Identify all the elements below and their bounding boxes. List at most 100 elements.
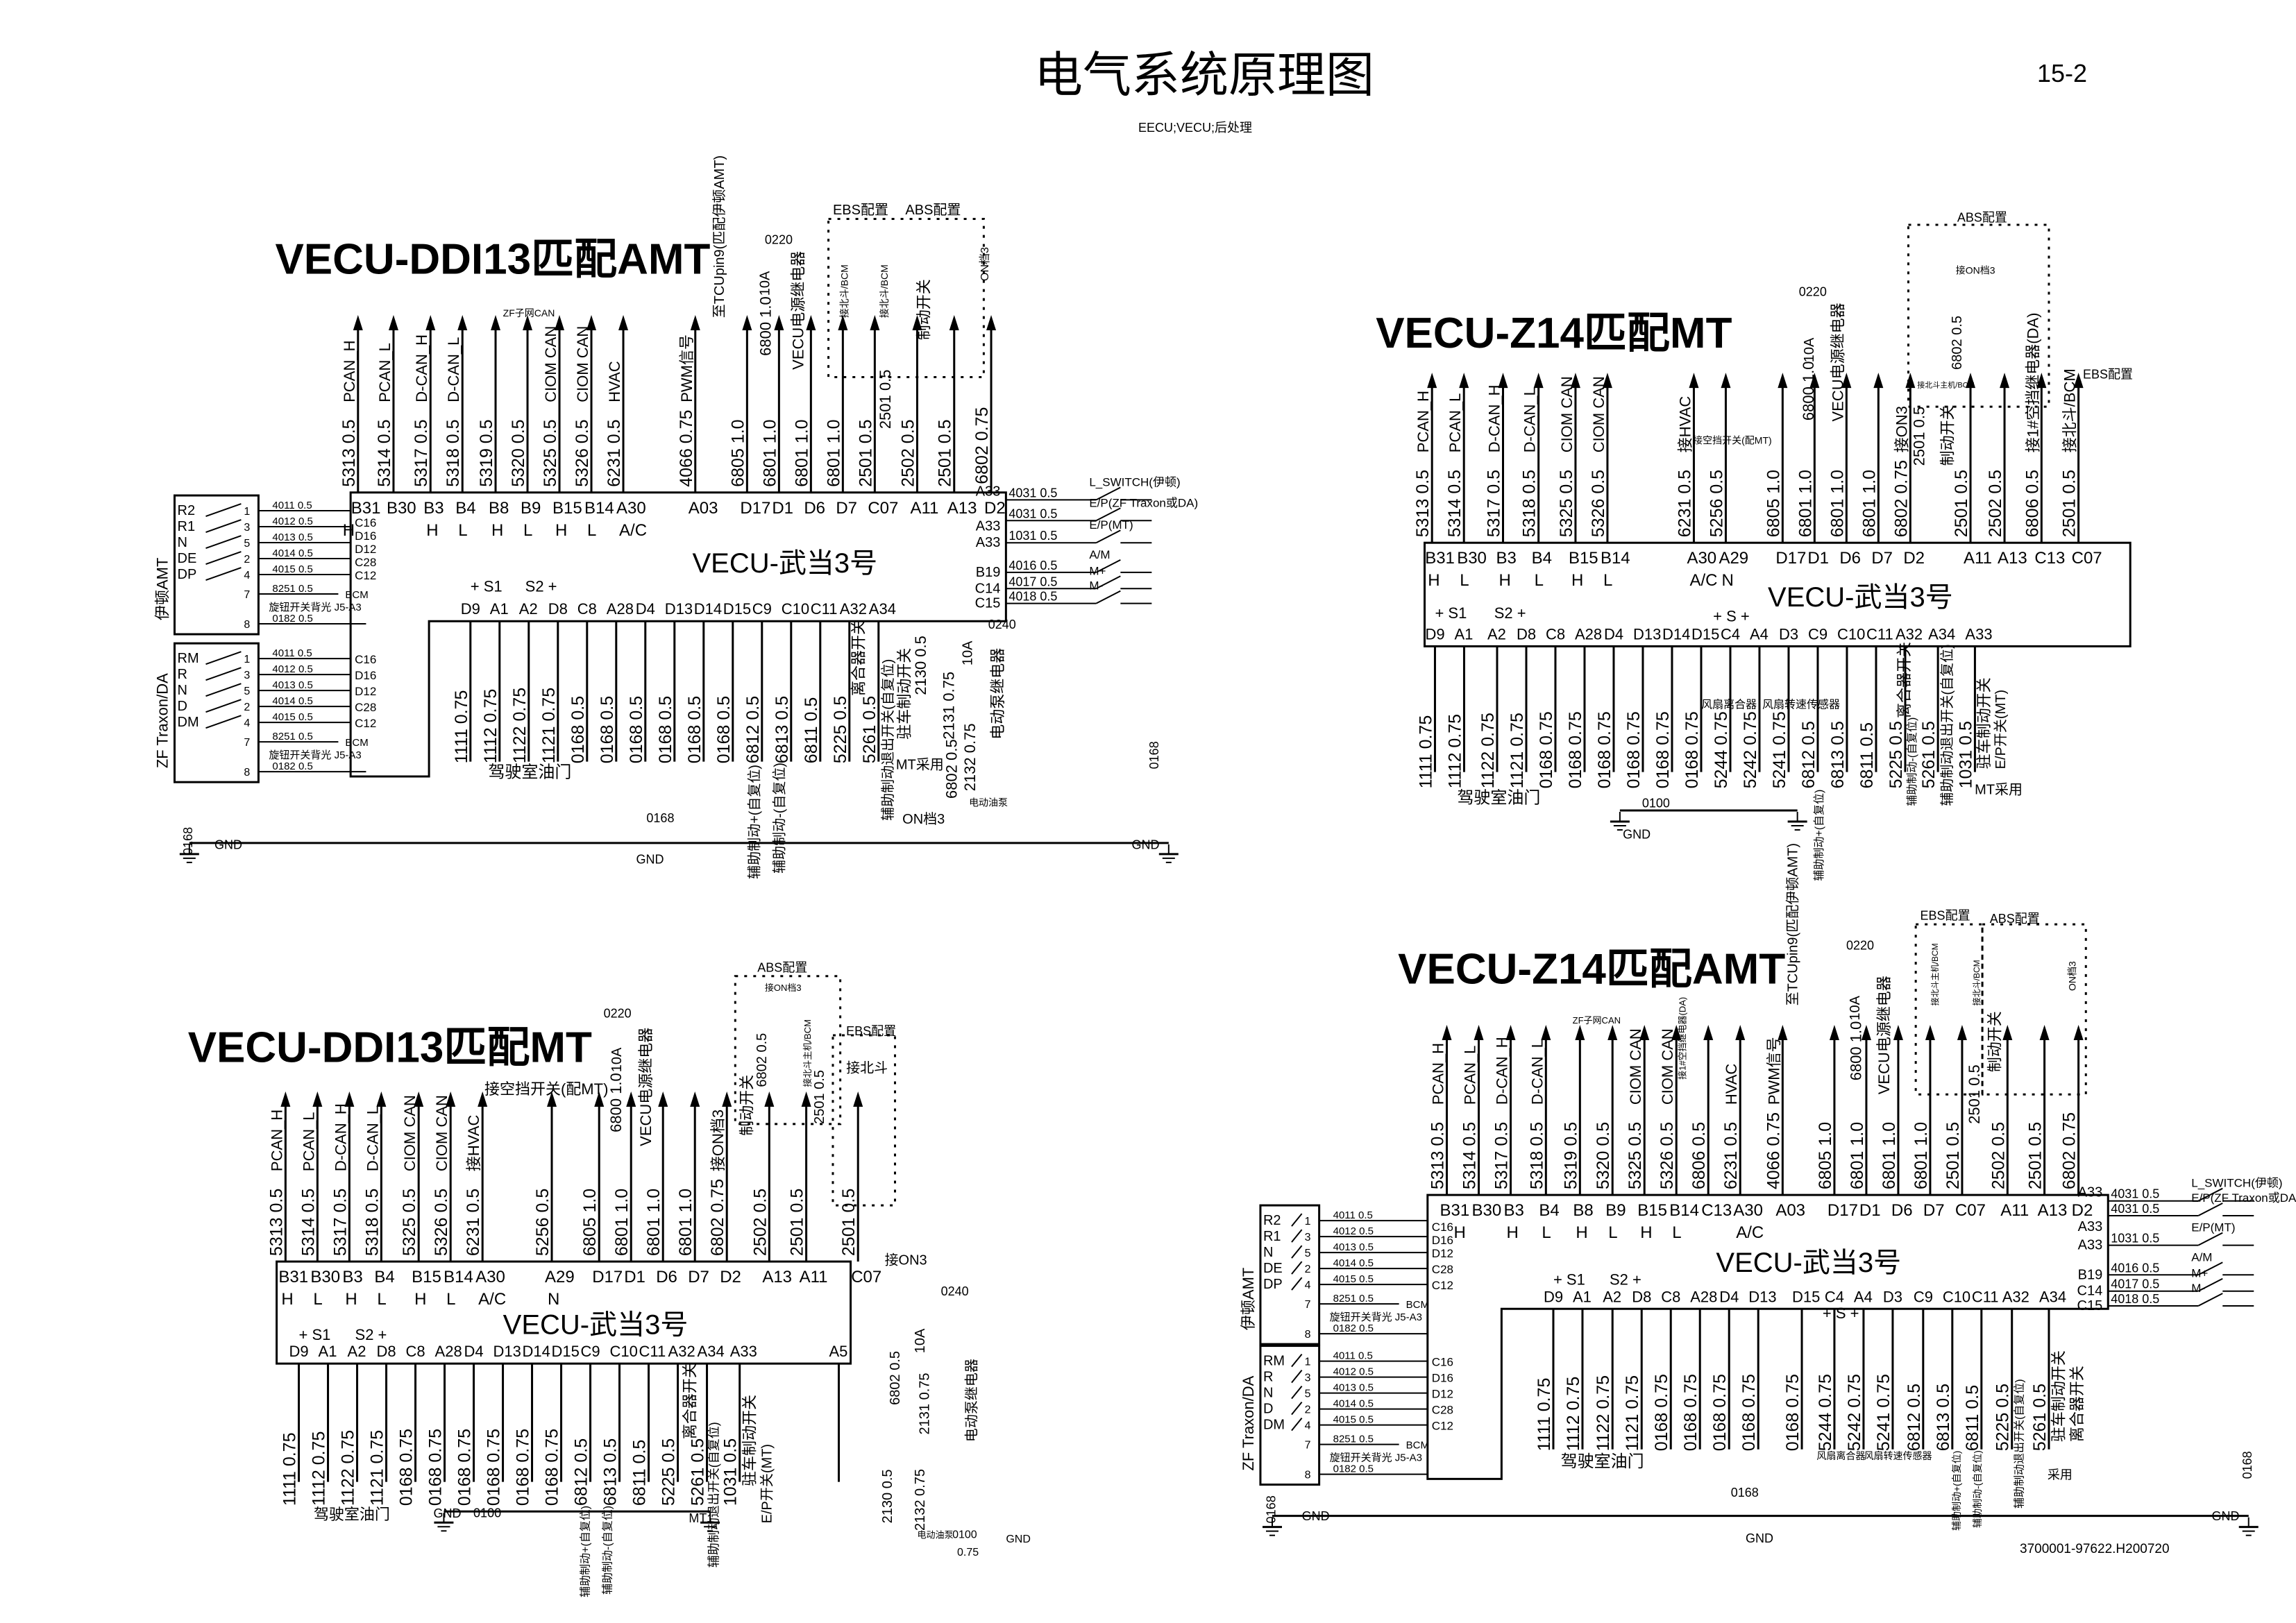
terminal-number: 2 [244, 554, 250, 566]
diagram-title: VECU-Z14匹配AMT [1398, 946, 1785, 994]
wire-label: 0182 0.5 [1333, 1463, 1374, 1475]
annotation-label: 制动开关 [738, 1075, 756, 1136]
wire-label: 2502 0.5 [750, 1189, 770, 1256]
pin-label: D8 [548, 600, 568, 618]
wire-label: 6805 1.0 [1816, 1122, 1835, 1189]
pin-label: D12 [355, 543, 376, 556]
switch-contact [1095, 559, 1121, 573]
wire-label: 5241 0.75 [1770, 711, 1789, 788]
arrow-up-icon [912, 314, 922, 330]
wire-label: 5225 0.5 [1886, 721, 1906, 788]
pin-label: B4 [374, 1268, 394, 1286]
wire-label: 6812 0.5 [1799, 721, 1818, 788]
signal-label: HVAC [1723, 1064, 1740, 1105]
arrow-up-icon [1498, 373, 1508, 389]
switch-position-label: R [178, 667, 187, 682]
wire-label: 4012 0.5 [272, 516, 312, 527]
switch-position-label: N [1263, 1386, 1273, 1401]
pin-label: C8 [1661, 1288, 1680, 1305]
pin-sub-label: H [426, 521, 438, 540]
wire-label: 4017 0.5 [2111, 1277, 2159, 1291]
pin-label: C4 [1721, 625, 1740, 643]
wire-label: 4012 0.5 [1333, 1366, 1374, 1378]
arrow-up-icon [2002, 1025, 2013, 1041]
switch-label: A/M [1089, 548, 1110, 561]
page-title: 电气系统原理图 [1034, 46, 1374, 103]
terminal-number: 8 [244, 619, 250, 631]
annotation-label: 辅助制动+(自复位) [579, 1506, 591, 1597]
arrow-up-icon [618, 314, 629, 330]
annotation-label: 驾驶室油门 [488, 763, 571, 781]
wire-label: 5319 0.5 [1561, 1122, 1580, 1189]
pin-label: D16 [355, 529, 376, 543]
polarity-label: + S + [1713, 607, 1750, 624]
wire-label: 4017 0.5 [1008, 575, 1057, 588]
wire-label: 6812 0.5 [572, 1438, 591, 1506]
switch-label: M+ [2191, 1267, 2208, 1280]
annotation-label: 0168 [1147, 741, 1161, 769]
annotation-label: 制动开关 [1986, 1011, 2004, 1072]
wire-label: 5326 0.5 [432, 1189, 451, 1256]
ecu-box: VECU-武当3号 [349, 491, 1007, 778]
pin-label: D7 [1923, 1201, 1945, 1220]
wire-label: 5326 0.5 [573, 419, 592, 486]
pin-label: D4 [636, 600, 655, 618]
switch-contact [1095, 590, 1121, 604]
wire-label: 4018 0.5 [2111, 1292, 2159, 1306]
pin-sub-label: A/C [1689, 571, 1717, 590]
wire-label: 2501 0.5 [788, 1189, 807, 1256]
annotation-label: 接北斗/BCM [879, 264, 890, 318]
signal-label: 接北斗/BCM [2061, 368, 2079, 452]
wire-label: 2501 0.5 [2060, 470, 2079, 537]
pin-label: A34 [1928, 625, 1955, 643]
wire-label: 5318 0.5 [444, 419, 463, 486]
switch-contact [1291, 1213, 1303, 1227]
wire-label: 4018 0.5 [1008, 590, 1057, 604]
pin-label: C8 [1546, 625, 1565, 643]
polarity-label: + S + [1823, 1305, 1859, 1322]
annotation-label: 10A [960, 640, 975, 665]
annotation-label: 驻车制动开关 [741, 1395, 758, 1486]
pin-label: A1 [1573, 1288, 1592, 1305]
arrow-up-icon [1671, 1025, 1682, 1041]
signal-label: 接HVAC [465, 1114, 482, 1171]
annotation-label: 电动泵继电器 [964, 1359, 980, 1442]
arrow-up-icon [1505, 1025, 1516, 1041]
pin-label: D13 [493, 1343, 521, 1360]
pin-label: A13 [1998, 549, 2027, 568]
wire-label: 0168 0.75 [1682, 711, 1702, 788]
terminal-number: 5 [244, 686, 250, 697]
pin-label: D17 [592, 1268, 623, 1286]
pin-label: A28 [1690, 1288, 1717, 1305]
wire-label: 4013 0.5 [272, 679, 312, 691]
pin-sub-label: L [523, 521, 532, 540]
wire-label: 4014 0.5 [1333, 1257, 1374, 1269]
pin-label: A03 [689, 499, 718, 518]
terminal-number: 5 [1305, 1388, 1311, 1400]
wire-label: 4013 0.5 [1333, 1382, 1374, 1394]
ecu-outline [1426, 1193, 2109, 1480]
wire-label: 4011 0.5 [1333, 1350, 1373, 1362]
backlight-label: 旋钮开关背光 J5-A3 [1330, 1311, 1422, 1323]
wire-label: 4014 0.5 [1333, 1398, 1374, 1410]
arrow-up-icon [312, 1091, 323, 1107]
bcm-label: BCM [345, 737, 368, 749]
backlight-label: 旋钮开关背光 J5-A3 [269, 749, 361, 761]
signal-label: PWM信号 [678, 334, 695, 402]
pin-label: D16 [355, 669, 376, 682]
pin-label: A33 [1965, 625, 1992, 643]
switch-box [174, 642, 260, 783]
